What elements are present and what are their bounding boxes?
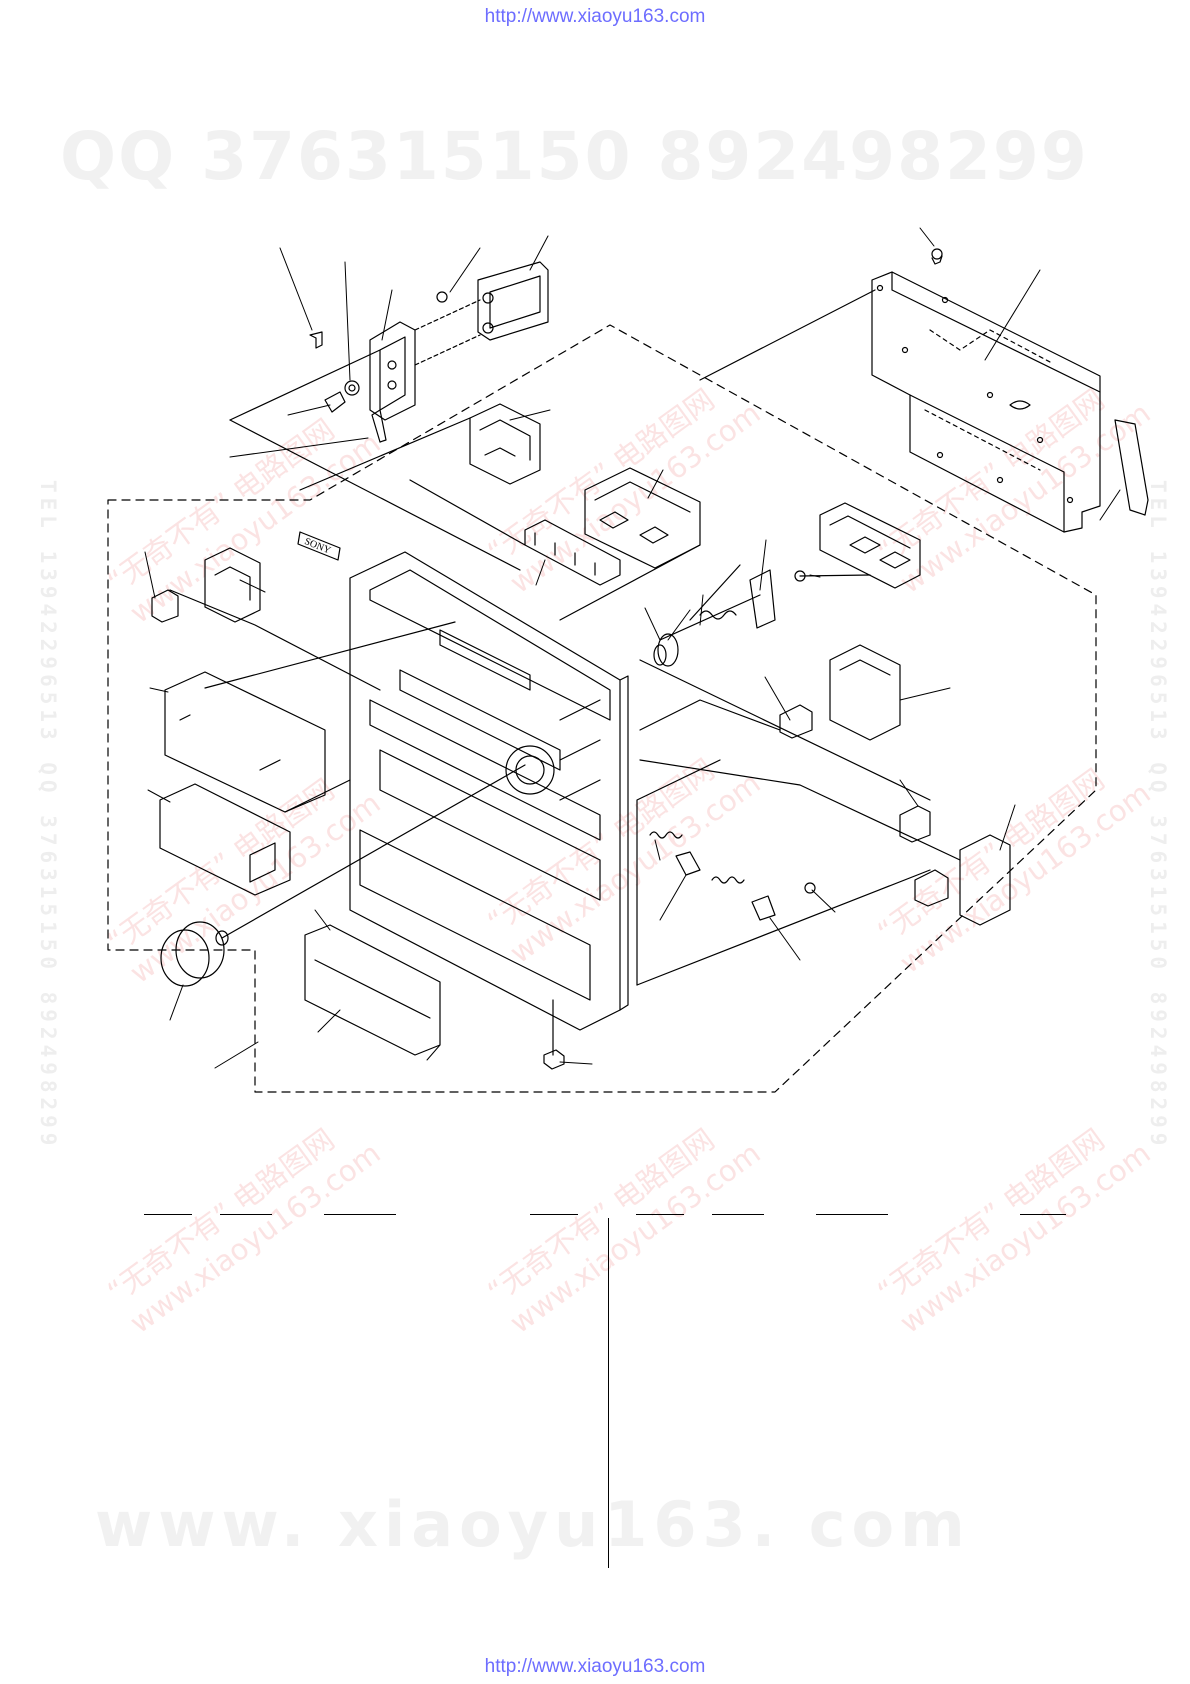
disc-tray-front	[304, 924, 441, 1056]
table-header-rule	[220, 1214, 272, 1215]
switch-left	[151, 547, 261, 623]
display-window	[164, 671, 326, 813]
header-url[interactable]: http://www.xiaoyu163.com	[484, 6, 706, 27]
spring-lever-group	[649, 831, 816, 921]
switch-right-a	[779, 644, 901, 741]
switch-right-b	[899, 805, 931, 843]
footer-url[interactable]: http://www.xiaoyu163.com	[484, 1656, 706, 1677]
table-header-rule	[144, 1214, 192, 1215]
brand-plate: SONY	[297, 531, 341, 561]
table-header-rule	[1020, 1214, 1066, 1215]
assembly-boundary	[107, 324, 1097, 1093]
pc-board	[871, 271, 1101, 533]
cassette-lid	[159, 783, 291, 896]
volume-knob	[160, 921, 229, 987]
shaft-assembly	[653, 569, 776, 667]
table-header-rule	[324, 1214, 396, 1215]
switch-block-a	[469, 403, 541, 485]
table-header-rule	[712, 1214, 764, 1215]
top-left-bracket-group	[309, 261, 549, 443]
connection-lines	[169, 289, 961, 1056]
switch-right-c	[914, 834, 1011, 926]
front-panel	[349, 551, 629, 1031]
leader-lines	[144, 227, 1121, 1069]
table-header-rule	[816, 1214, 888, 1215]
foot	[543, 1049, 565, 1070]
table-column-divider	[608, 1218, 609, 1568]
table-header-rule	[636, 1214, 684, 1215]
key-board-a	[584, 467, 701, 569]
ribbon-cable	[1114, 419, 1149, 516]
site-watermark: www. xiaoyu163. com	[95, 1488, 971, 1561]
table-header-rule	[530, 1214, 578, 1215]
screw-top-right	[931, 248, 943, 265]
qq-watermark: QQ 376315150 892498299	[60, 118, 1089, 195]
key-board-b	[819, 502, 921, 589]
